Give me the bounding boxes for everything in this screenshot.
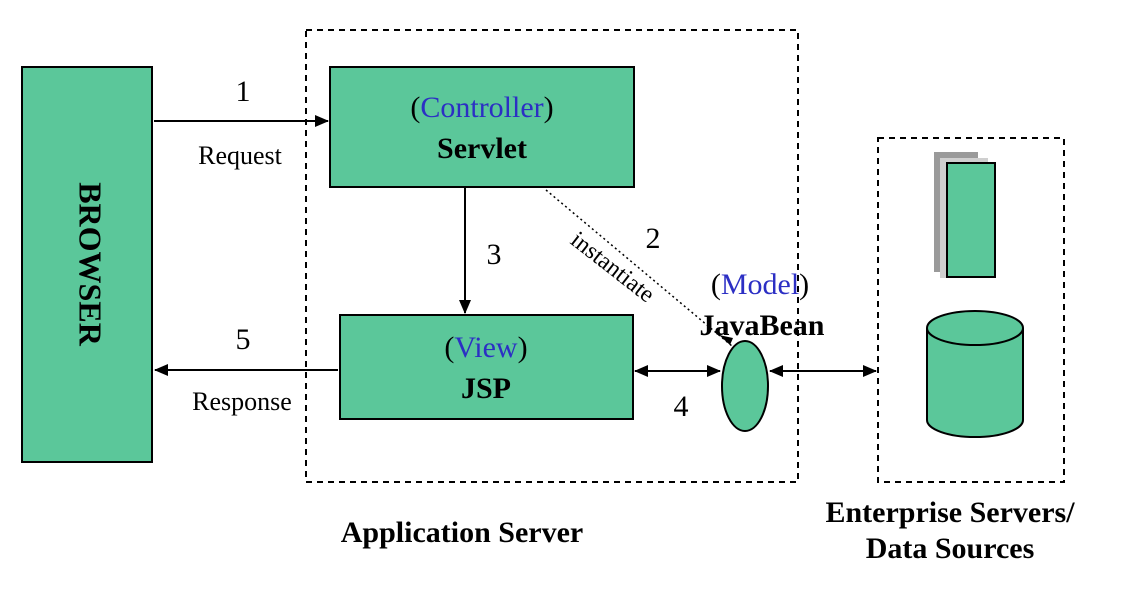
jsp-name: JSP (461, 372, 511, 405)
step-4-number: 4 (674, 390, 689, 423)
servlet-box (329, 66, 635, 188)
server-icon (934, 152, 996, 278)
instantiate-line (545, 189, 733, 347)
model-title: (Model) (711, 268, 809, 301)
javabean-ellipse (721, 340, 769, 432)
model-role: Model (721, 268, 799, 301)
step-3-number: 3 (487, 238, 502, 271)
model-close-paren: ) (799, 268, 809, 301)
view-close-paren: ) (518, 331, 528, 364)
view-open-paren: ( (444, 331, 454, 364)
application-server-container (305, 29, 799, 483)
jsp-box (339, 314, 634, 420)
request-label: Request (198, 141, 283, 170)
database-icon (926, 310, 1024, 438)
enterprise-servers-label-line1: Enterprise Servers/ (825, 496, 1075, 529)
browser-label: BROWSER (73, 182, 109, 346)
enterprise-servers-container (877, 137, 1065, 483)
servlet-name: Servlet (437, 132, 527, 165)
instantiate-arrowhead (719, 335, 733, 345)
step-5-number: 5 (236, 323, 251, 356)
controller-title: (Controller) (410, 91, 553, 124)
controller-open-paren: ( (410, 91, 420, 124)
controller-close-paren: ) (544, 91, 554, 124)
application-server-label: Application Server (341, 516, 583, 549)
view-role: View (454, 331, 518, 364)
view-title: (View) (444, 331, 527, 364)
response-label-bg (183, 389, 301, 415)
enterprise-servers-label-line2: Data Sources (866, 532, 1035, 565)
response-label: Response (192, 387, 292, 416)
step-1-number: 1 (236, 75, 251, 108)
browser-box (21, 66, 153, 463)
model-open-paren: ( (711, 268, 721, 301)
step-2-number: 2 (646, 222, 661, 255)
javabean-name: JavaBean (699, 309, 824, 342)
controller-role: Controller (420, 91, 543, 124)
